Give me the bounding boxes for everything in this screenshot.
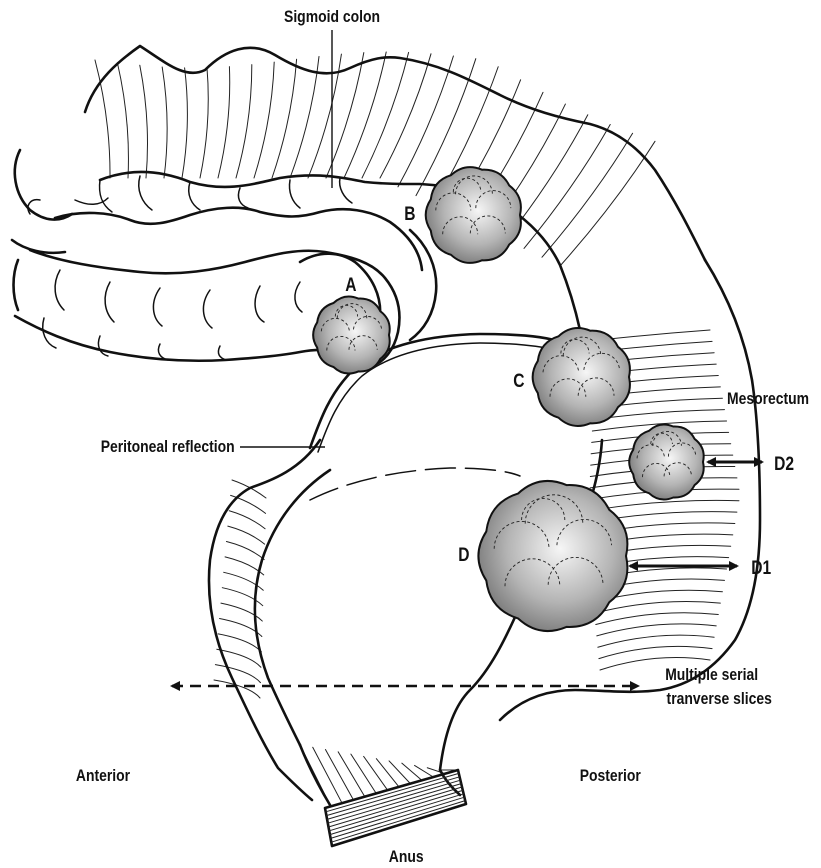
anterior-label: Anterior — [76, 767, 130, 786]
node-a-label: A — [345, 274, 357, 296]
serial-slices-label-line1: Multiple serial — [665, 666, 758, 685]
node-c-label: C — [513, 370, 525, 392]
anal-sphincter — [325, 770, 466, 846]
lymph-nodes — [313, 167, 704, 631]
lymph-node-b — [426, 167, 521, 263]
lymph-node-a — [313, 296, 390, 373]
d1-label: D1 — [751, 557, 771, 579]
lymph-node-c — [533, 328, 630, 426]
node-d-label: D — [458, 544, 469, 566]
sigmoid-colon-label: Sigmoid colon — [284, 8, 380, 27]
anus-label: Anus — [389, 848, 424, 867]
peritoneal-reflection-label: Peritoneal reflection — [101, 438, 235, 457]
serial-slices-label-line2: tranverse slices — [667, 690, 772, 709]
node-b-label: B — [404, 203, 415, 225]
d2-label: D2 — [774, 453, 794, 475]
lymph-node-d2 — [629, 424, 703, 499]
labels: Sigmoid colon B A C D Mesorectum Periton… — [76, 8, 809, 867]
lymph-node-d — [478, 481, 627, 631]
mesorectum-label: Mesorectum — [727, 390, 809, 409]
posterior-label: Posterior — [580, 767, 641, 786]
